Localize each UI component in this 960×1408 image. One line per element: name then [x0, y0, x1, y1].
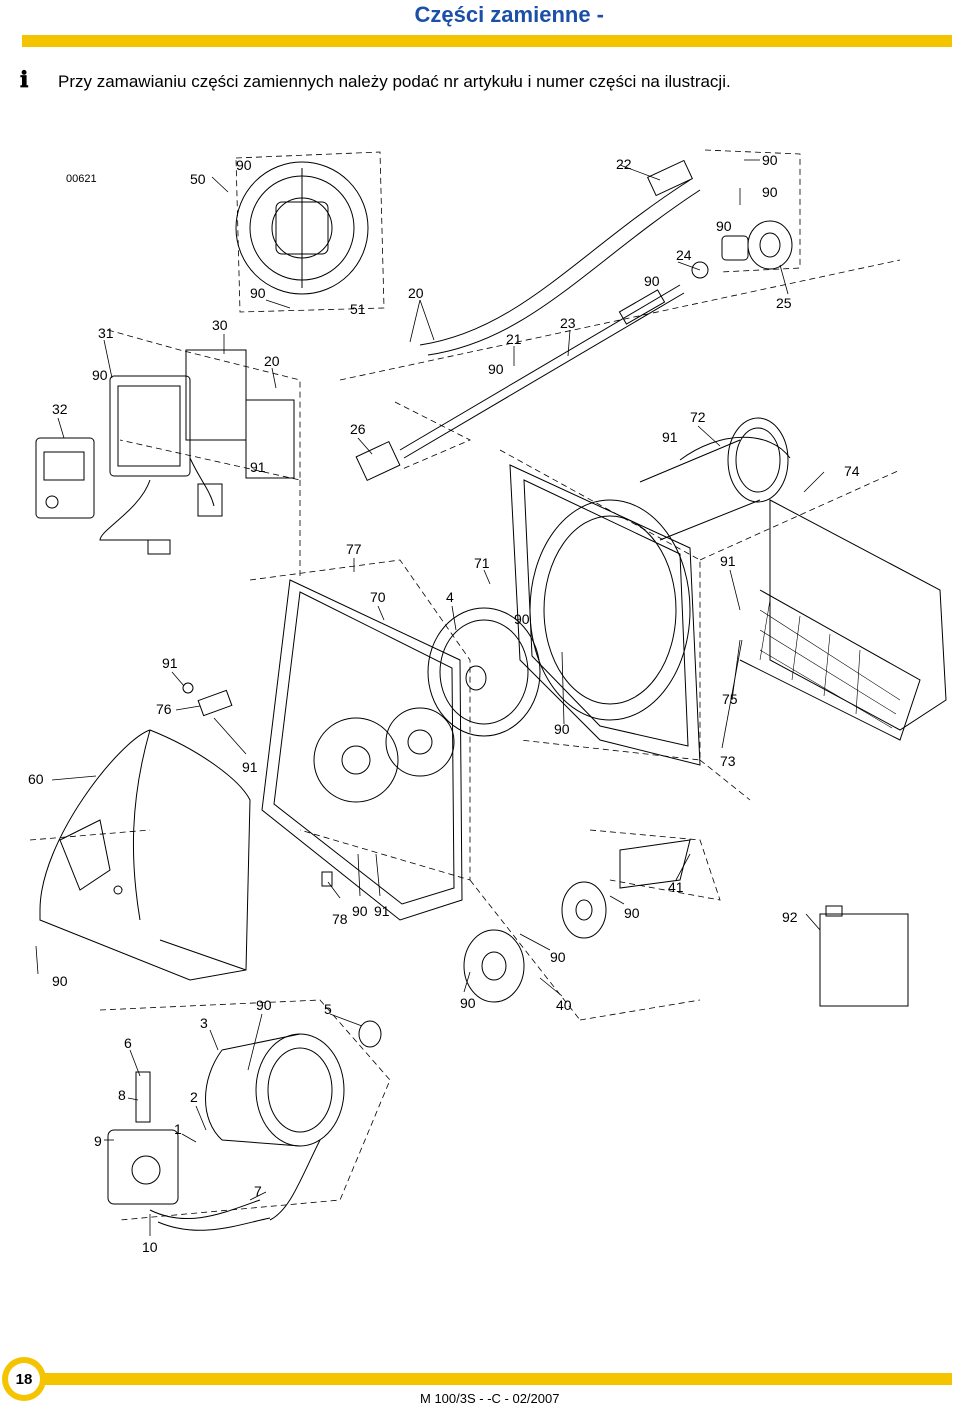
callout-90: 90 [644, 273, 660, 289]
callout-90: 90 [762, 152, 778, 168]
exploded-parts-diagram: 00621 50 90 22 90 90 90 24 90 25 90 51 2… [28, 149, 947, 1255]
callout-90: 90 [554, 721, 570, 737]
document-reference: M 100/3S - -C - 02/2007 [420, 1391, 560, 1406]
callout-41: 41 [668, 879, 684, 895]
callout-32: 32 [52, 401, 68, 417]
callout-24: 24 [676, 247, 692, 263]
callout-90: 90 [550, 949, 566, 965]
callout-90: 90 [236, 157, 252, 173]
callout-6: 6 [124, 1035, 132, 1051]
callout-72: 72 [690, 409, 706, 425]
callout-3: 3 [200, 1015, 208, 1031]
callout-90: 90 [624, 905, 640, 921]
callout-75: 75 [722, 691, 738, 707]
callout-90: 90 [352, 903, 368, 919]
callout-91: 91 [720, 553, 736, 569]
callout-90: 90 [92, 367, 108, 383]
callout-4: 4 [446, 589, 454, 605]
callout-90: 90 [488, 361, 504, 377]
callout-10: 10 [142, 1239, 158, 1255]
callout-70: 70 [370, 589, 386, 605]
callout-25: 25 [776, 295, 792, 311]
callout-60: 60 [28, 771, 44, 787]
callout-91: 91 [250, 459, 266, 475]
callout-90: 90 [460, 995, 476, 1011]
callout-51: 51 [350, 301, 366, 317]
callout-40: 40 [556, 997, 572, 1013]
callout-5: 5 [324, 1001, 332, 1017]
callout-90: 90 [52, 973, 68, 989]
callout-74: 74 [844, 463, 860, 479]
callout-90: 90 [256, 997, 272, 1013]
callout-78: 78 [332, 911, 348, 927]
callout-90: 90 [716, 218, 732, 234]
callout-50: 50 [190, 171, 206, 187]
callout-77: 77 [346, 541, 362, 557]
callout-71: 71 [474, 555, 490, 571]
page-number: 18 [8, 1363, 40, 1395]
callout-76: 76 [156, 701, 172, 717]
ordering-instruction: Przy zamawianiu części zamiennych należy… [58, 72, 731, 91]
callout-2: 2 [190, 1089, 198, 1105]
callout-30: 30 [212, 317, 228, 333]
callout-1: 1 [174, 1121, 182, 1137]
page-title: Części zamienne - [414, 2, 604, 27]
callout-73: 73 [720, 753, 736, 769]
header-accent-bar [22, 35, 952, 47]
callout-22: 22 [616, 156, 632, 172]
callout-20: 20 [264, 353, 280, 369]
callout-23: 23 [560, 315, 576, 331]
callout-90: 90 [762, 184, 778, 200]
callout-8: 8 [118, 1087, 126, 1103]
callout-20: 20 [408, 285, 424, 301]
info-icon: ℹ [20, 67, 29, 93]
callout-91: 91 [162, 655, 178, 671]
callout-90: 90 [514, 611, 530, 627]
callout-21: 21 [506, 331, 522, 347]
drawing-code: 00621 [66, 173, 97, 185]
callout-9: 9 [94, 1133, 102, 1149]
callout-91: 91 [242, 759, 258, 775]
callout-91: 91 [662, 429, 678, 445]
callout-7: 7 [254, 1183, 262, 1199]
callout-92: 92 [782, 909, 798, 925]
callout-26: 26 [350, 421, 366, 437]
callout-31: 31 [98, 325, 114, 341]
page-number-badge: 18 [2, 1357, 46, 1401]
footer-accent-bar [44, 1373, 952, 1385]
callout-90: 90 [250, 285, 266, 301]
callout-91: 91 [374, 903, 390, 919]
